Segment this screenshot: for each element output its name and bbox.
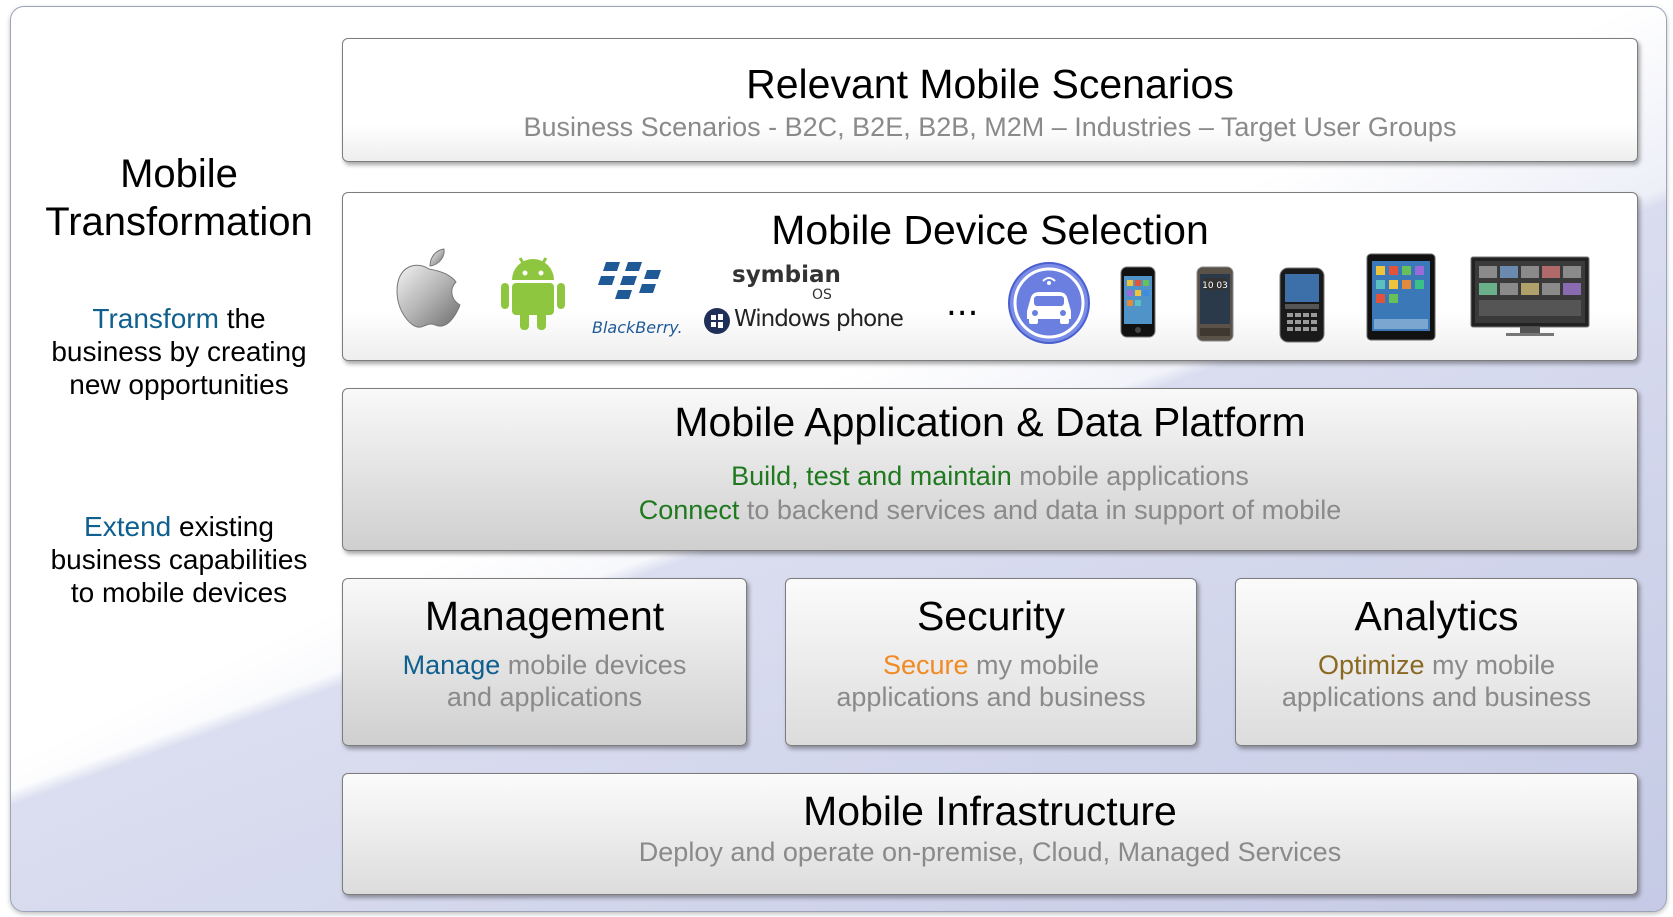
blackberry-label: BlackBerry.	[592, 318, 683, 337]
infrastructure-subtitle: Deploy and operate on-premise, Cloud, Ma…	[638, 837, 1342, 867]
mobile-transformation-title: Mobile Transformation	[20, 150, 338, 246]
htc-phone-icon: 10 03	[1196, 266, 1234, 342]
scenarios-title: Relevant Mobile Scenarios	[746, 61, 1234, 107]
infrastructure-box: Mobile Infrastructure Deploy and operate…	[342, 773, 1638, 895]
symbian-os-label: OS	[812, 287, 832, 303]
scenarios-box: Relevant Mobile Scenarios Business Scena…	[342, 38, 1638, 162]
extend-rest: existing	[171, 511, 274, 542]
scenarios-subtitle: Business Scenarios - B2C, B2E, B2B, M2M …	[523, 112, 1457, 142]
management-box: Management Manage mobile devices and app…	[342, 578, 747, 746]
transform-rest: the	[218, 303, 266, 334]
security-box: Security Secure my mobile applications a…	[785, 578, 1197, 746]
car-icon	[1008, 262, 1090, 344]
ipad-icon	[1366, 253, 1436, 341]
security-accent: Secure	[882, 650, 969, 680]
analytics-title: Analytics	[1354, 593, 1519, 639]
transform-accent: Transform	[92, 303, 219, 334]
analytics-description: Optimize my mobile applications and busi…	[1236, 649, 1637, 713]
extend-line-3: to mobile devices	[70, 577, 288, 608]
security-line-2: applications and business	[836, 682, 1146, 712]
management-accent: Manage	[402, 650, 501, 680]
analytics-box: Analytics Optimize my mobile application…	[1235, 578, 1638, 746]
windows-phone-label: Windows phone	[734, 306, 904, 332]
platform-line1-rest: mobile applications	[1011, 461, 1249, 491]
platform-description: Build, test and maintain mobile applicat…	[343, 459, 1637, 527]
extend-line-2: business capabilities	[50, 544, 308, 575]
transform-line-3: new opportunities	[69, 369, 289, 400]
platform-title: Mobile Application & Data Platform	[674, 399, 1306, 445]
management-description: Manage mobile devices and applications	[343, 649, 746, 713]
symbian-label: symbian	[732, 262, 841, 288]
transform-statement: Transform the business by creating new o…	[20, 302, 338, 401]
windows-phone-icon	[704, 308, 730, 334]
iphone-icon	[1120, 266, 1156, 338]
apple-icon	[396, 248, 461, 328]
htc-clock: 10 03	[1202, 281, 1228, 291]
platform-line2-rest: to backend services and data in support …	[739, 495, 1342, 525]
analytics-line-2: applications and business	[1281, 682, 1592, 712]
extend-statement: Extend existing business capabilities to…	[20, 510, 338, 609]
device-selection-title: Mobile Device Selection	[771, 207, 1209, 253]
more-devices-ellipsis: ...	[946, 284, 979, 324]
analytics-rest: my mobile	[1424, 650, 1556, 680]
blackberry-phone-icon	[1279, 267, 1325, 343]
infrastructure-title: Mobile Infrastructure	[803, 788, 1177, 834]
security-title: Security	[916, 593, 1066, 639]
android-icon	[501, 257, 565, 330]
title-line-2: Transformation	[45, 200, 313, 244]
security-description: Secure my mobile applications and busine…	[786, 649, 1196, 713]
platform-line1-accent: Build, test and maintain	[731, 461, 1012, 491]
management-rest: mobile devices	[500, 650, 687, 680]
management-title: Management	[424, 593, 665, 639]
smart-tv-icon	[1470, 256, 1590, 336]
security-rest: my mobile	[968, 650, 1100, 680]
platform-box: Mobile Application & Data Platform Build…	[342, 388, 1638, 551]
analytics-accent: Optimize	[1317, 650, 1425, 680]
management-line-2: and applications	[446, 682, 643, 712]
title-line-1: Mobile	[120, 152, 238, 196]
platform-line2-accent: Connect	[638, 495, 740, 525]
transform-line-2: business by creating	[51, 336, 307, 367]
extend-accent: Extend	[84, 511, 172, 542]
blackberry-icon	[598, 262, 661, 299]
